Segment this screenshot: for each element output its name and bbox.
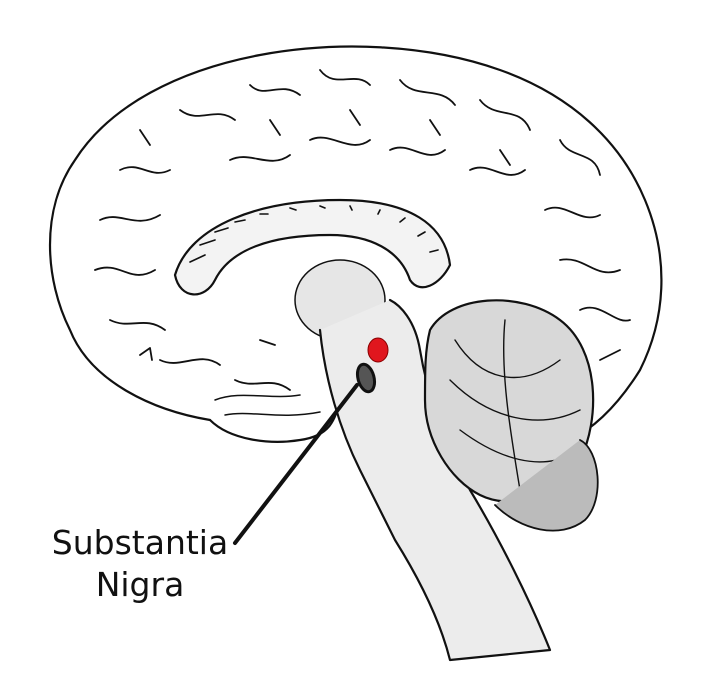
cerebrum-outline [48,45,663,442]
leader-line [233,383,359,545]
substantia-nigra-marker [355,362,377,394]
label-line-1: Substantia [51,523,229,562]
corpus-callosum [173,198,452,296]
label-line-2: Nigra [95,565,185,604]
structure-label: Substantia Nigra [20,522,260,606]
red-highlight [367,337,389,363]
